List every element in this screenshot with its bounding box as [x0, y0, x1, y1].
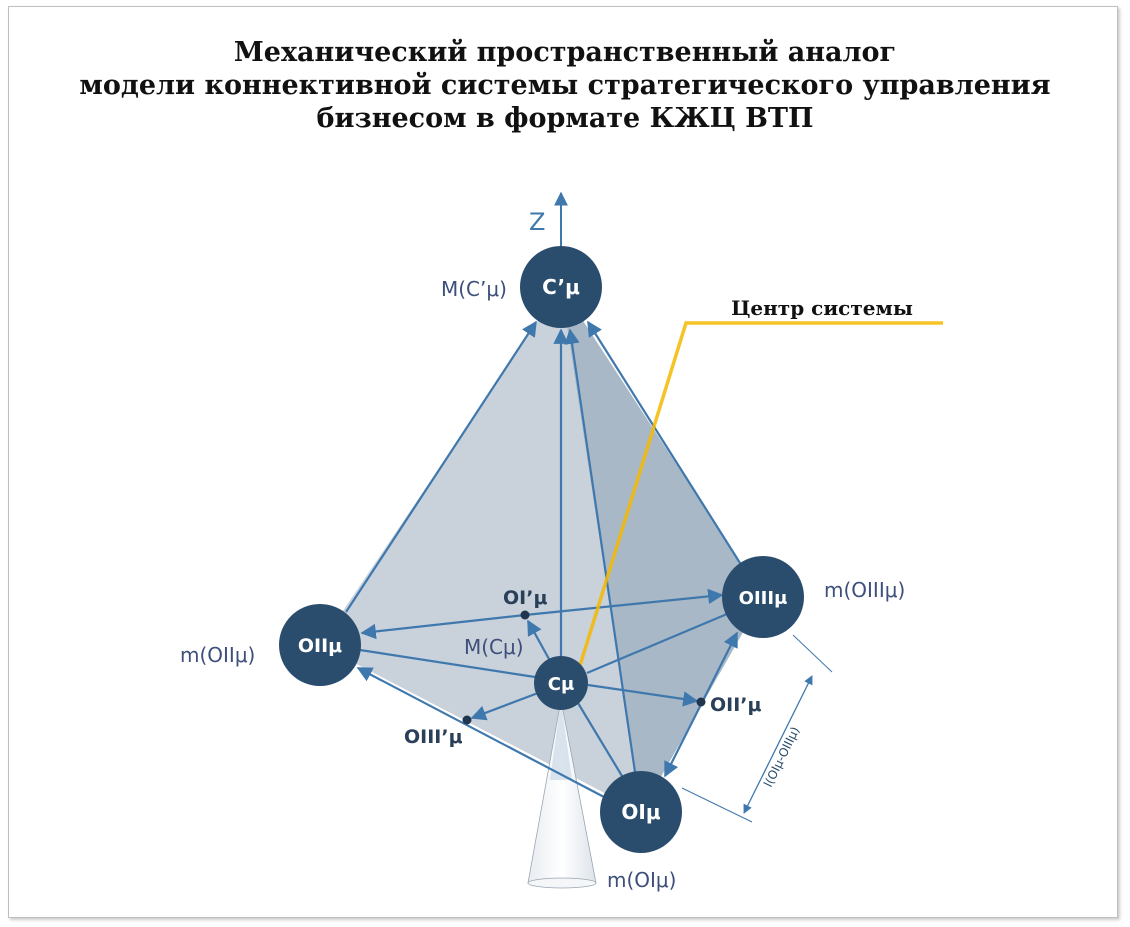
title-line-1: Механический пространственный аналог: [233, 37, 897, 68]
mass-label-oi: m(OIμ): [607, 868, 676, 892]
point-oi-prime: [520, 610, 530, 620]
svg-text:Cμ: Cμ: [548, 674, 574, 695]
node-oiii: OIIIμ: [722, 556, 804, 638]
svg-text:OIμ: OIμ: [621, 800, 660, 824]
frame-border: [8, 6, 1118, 918]
edge-c-oiii-prime: [470, 691, 539, 721]
title-line-2: модели коннективной системы стратегическ…: [79, 70, 1051, 101]
mass-label-c: M(Cμ): [464, 635, 524, 659]
edge-oi-cprime: [564, 328, 637, 773]
mass-label-c-prime: M(C’μ): [441, 277, 507, 301]
label-oi-prime: OI’μ: [503, 587, 547, 609]
center-callout-line: [576, 321, 943, 673]
z-axis-label: Z: [529, 208, 545, 236]
edge-c-oi-prime: [527, 619, 550, 660]
label-oiii-prime: OIII’μ: [404, 726, 463, 748]
node-c-prime: C’μ: [520, 246, 602, 328]
point-oiii-prime: [462, 715, 472, 725]
node-c: Cμ: [534, 656, 588, 710]
cone-icon: [527, 699, 597, 889]
edge-c-oi: [577, 702, 623, 777]
edge-oi-oii: [356, 667, 605, 798]
svg-text:C’μ: C’μ: [542, 275, 580, 299]
node-oii: OIIμ: [279, 604, 361, 686]
node-oi: OIμ: [600, 771, 682, 853]
edges: [345, 320, 741, 798]
center-callout-label: Центр системы: [731, 296, 913, 320]
edge-c-oii-prime: [587, 683, 699, 707]
mass-label-oiii: m(OIIIμ): [824, 578, 905, 602]
mass-label-oii: m(OIIμ): [180, 643, 255, 667]
dimension-label: l(OIμ-OIIIμ): [761, 724, 802, 789]
edge-oiii-cprime: [587, 320, 741, 564]
diagram-title: Механический пространственный аналог мод…: [0, 36, 1130, 135]
point-oii-prime: [696, 697, 706, 707]
edge-oii-cprime: [345, 320, 537, 613]
dimension-oi-oiii: [681, 634, 833, 823]
edge-c-oii: [359, 648, 536, 679]
svg-text:OIIμ: OIIμ: [298, 635, 342, 657]
edge-c-oiii: [586, 612, 728, 675]
label-oii-prime: OII’μ: [710, 694, 762, 716]
svg-text:OIIIμ: OIIIμ: [739, 588, 788, 609]
title-line-3: бизнесом в формате КЖЦ ВТП: [316, 103, 814, 134]
edge-oi-prime-oiii: [524, 588, 724, 617]
edge-oi-prime-oii: [360, 613, 526, 640]
